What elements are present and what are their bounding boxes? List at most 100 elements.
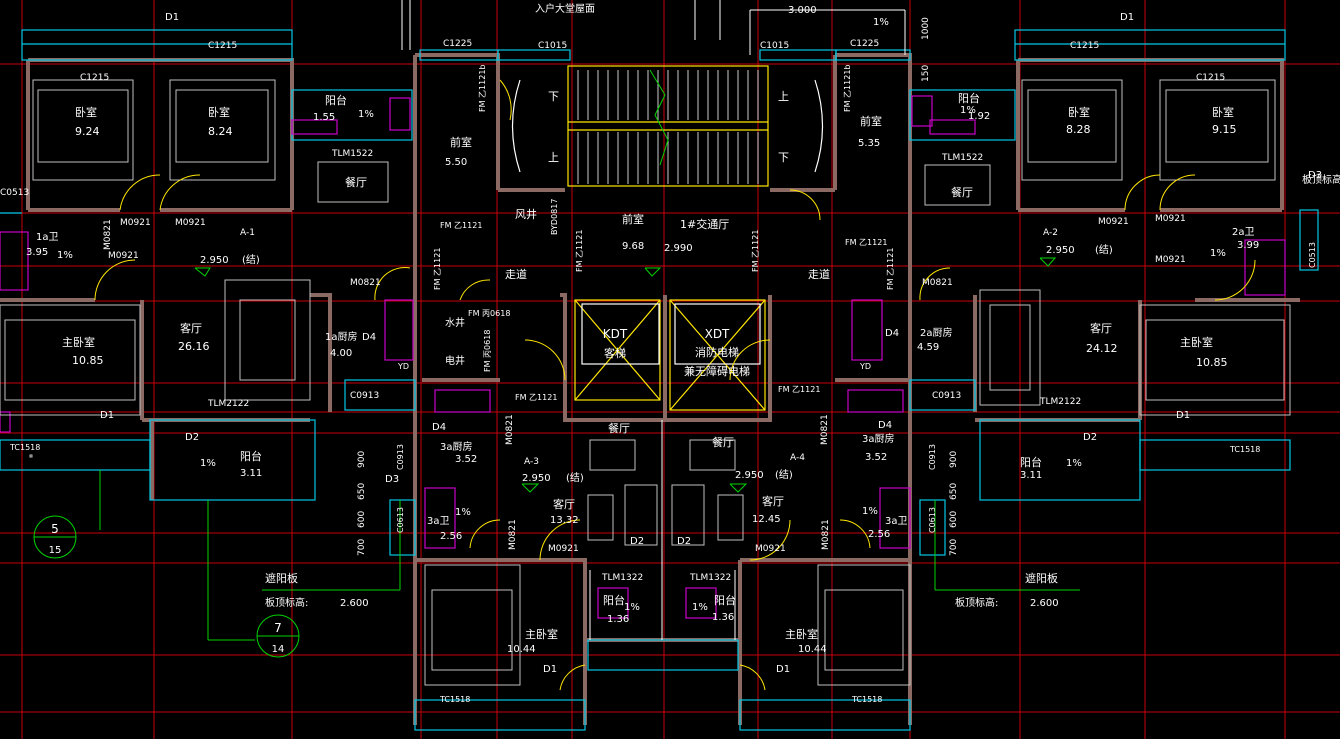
d2-a2: D2 bbox=[1083, 432, 1097, 443]
front-room-core: 前室 bbox=[622, 212, 644, 226]
tlm1322-l: TLM1322 bbox=[601, 573, 643, 583]
m0921-a3: M0921 bbox=[548, 544, 579, 554]
fire-door-2: FM 乙1121 bbox=[845, 238, 887, 247]
balcony-big-r: 阳台 bbox=[1020, 455, 1042, 469]
slope-bath-3a-r: 1% bbox=[862, 506, 878, 517]
c1225-1: C1225 bbox=[443, 39, 472, 49]
shaft-door2-b: FM 丙0618 bbox=[483, 330, 492, 372]
stair-down-l: 下 bbox=[548, 90, 559, 103]
m0921-a1-3: M0921 bbox=[108, 251, 139, 261]
bath-1a-name: 卫 bbox=[49, 232, 59, 243]
dining-a2: 餐厅 bbox=[951, 185, 973, 199]
tlm2122-l: TLM2122 bbox=[207, 399, 249, 409]
d4-1a: D4 bbox=[362, 332, 376, 343]
side-dim-650-r: 650 bbox=[949, 483, 959, 500]
stair-door-left: FM 乙1121b bbox=[478, 65, 487, 112]
kitchen-3a-l-label: 3a厨房 bbox=[440, 440, 473, 453]
fire-door-4: FM 乙1121 bbox=[778, 385, 820, 394]
front-room-left: 前室 bbox=[450, 135, 472, 149]
yd-r: YD bbox=[859, 362, 871, 371]
area-living-a4: 12.45 bbox=[752, 514, 781, 525]
side-dim-600-l: 600 bbox=[357, 511, 367, 528]
jie-a2: (结) bbox=[1095, 243, 1113, 256]
stair-up-r: 上 bbox=[778, 90, 789, 103]
kitchen-bath-fixtures bbox=[0, 95, 1286, 619]
jie-a3: (结) bbox=[566, 471, 584, 484]
area-balc-a1: 1.55 bbox=[313, 112, 335, 123]
m0821-a4: M0821 bbox=[820, 414, 830, 445]
dining-a1: 餐厅 bbox=[345, 175, 367, 189]
balcony-a2: 阳台 bbox=[958, 91, 980, 105]
area-master-a4: 10.44 bbox=[798, 644, 827, 655]
stair-treads bbox=[577, 70, 759, 184]
bath-3a-r-id: 3a bbox=[885, 516, 898, 527]
top-slope: 1% bbox=[873, 17, 889, 28]
master-a2: 主卧室 bbox=[1180, 335, 1213, 349]
side-dim-900-r: 900 bbox=[949, 451, 959, 468]
c0513-r: C0513 bbox=[1308, 242, 1317, 268]
elevator2-code: XDT bbox=[705, 327, 730, 341]
level-a1: 2.950 bbox=[200, 255, 229, 266]
tag-a3: A-3 bbox=[524, 457, 539, 467]
jie-a1: (结) bbox=[242, 253, 260, 266]
side-dim-700-r: 700 bbox=[949, 539, 959, 556]
fire-door-6: FM 乙1121 bbox=[886, 248, 895, 290]
tc1518-r: TC1518 bbox=[1229, 445, 1260, 454]
area-living-a1: 26.16 bbox=[178, 340, 210, 353]
side-dim-650-l: 650 bbox=[357, 483, 367, 500]
kitchen-1a-name: 厨房 bbox=[338, 330, 358, 343]
sunshade-l: 遮阳板 bbox=[265, 571, 298, 585]
c0913-r: C0913 bbox=[932, 391, 961, 401]
kitchen-1a-label: 1a厨房 bbox=[325, 330, 358, 343]
tag-a4: A-4 bbox=[790, 453, 805, 463]
board-top-right: 板顶标高 bbox=[1302, 173, 1340, 186]
d4-3a-r: D4 bbox=[878, 420, 892, 431]
area-front-right: 5.35 bbox=[858, 138, 880, 149]
tlm2122-r: TLM2122 bbox=[1039, 397, 1081, 407]
elec-shaft: 电井 bbox=[445, 354, 465, 367]
dining-a3: 餐厅 bbox=[608, 421, 630, 435]
slope-balc-a3: 1% bbox=[624, 602, 640, 613]
bedroom-a2-1: 卧室 bbox=[1068, 105, 1090, 119]
area-bed-a1-1: 9.24 bbox=[75, 125, 100, 138]
bath-1a-id: 1a bbox=[36, 232, 49, 243]
kitchen-3a-r-id: 3a bbox=[862, 434, 875, 445]
stair-arrows bbox=[649, 69, 669, 166]
area-master-a2: 10.85 bbox=[1196, 356, 1228, 369]
bath-3a-r-label: 3a卫 bbox=[885, 516, 908, 527]
d1-a2: D1 bbox=[1176, 410, 1190, 421]
c1015-1: C1015 bbox=[538, 41, 567, 51]
jie-a4: (结) bbox=[775, 468, 793, 481]
slope-big-l: 1% bbox=[200, 458, 216, 469]
shaft-door: BYD0817 bbox=[550, 199, 559, 235]
stair-and-elevators bbox=[511, 65, 824, 411]
c0613-a3: C0613 bbox=[396, 507, 405, 533]
tag-a2: A-2 bbox=[1043, 228, 1058, 238]
bedroom-a1-2: 卧室 bbox=[208, 105, 230, 119]
bath-3a-l-name: 卫 bbox=[440, 516, 450, 527]
area-balc-a2: 1.92 bbox=[968, 111, 990, 122]
c1015-2: C1015 bbox=[760, 41, 789, 51]
m0921-a2-2: M0921 bbox=[1155, 214, 1186, 224]
sunshade-elev-r: 板顶标高: bbox=[955, 596, 998, 609]
cyan-windows bbox=[0, 29, 1319, 731]
area-bath-1a: 3.95 bbox=[26, 247, 48, 258]
stair-door-right: FM 乙1121b bbox=[843, 65, 852, 112]
area-bed-a2-1: 8.28 bbox=[1066, 123, 1091, 136]
area-living-a2: 24.12 bbox=[1086, 342, 1118, 355]
kitchen-2a-label: 2a厨房 bbox=[920, 326, 953, 339]
living-a1: 客厅 bbox=[180, 321, 202, 335]
tc1518-a4: TC1518 bbox=[851, 695, 882, 704]
lobby-elev: 2.990 bbox=[664, 243, 693, 254]
c1215-2: C1215 bbox=[80, 73, 109, 83]
elevator1-code: KDT bbox=[603, 327, 628, 341]
balcony-big-l: 阳台 bbox=[240, 449, 262, 463]
fire-door-7: FM 乙1121 bbox=[575, 230, 584, 272]
slope-balc-a2: 1% bbox=[960, 105, 976, 116]
sunshade-value-l: 2.600 bbox=[340, 598, 369, 609]
bath-2a-id: 2a bbox=[1232, 227, 1245, 238]
fire-door-3: FM 乙1121 bbox=[515, 393, 557, 402]
stair-down-r: 下 bbox=[778, 151, 789, 164]
